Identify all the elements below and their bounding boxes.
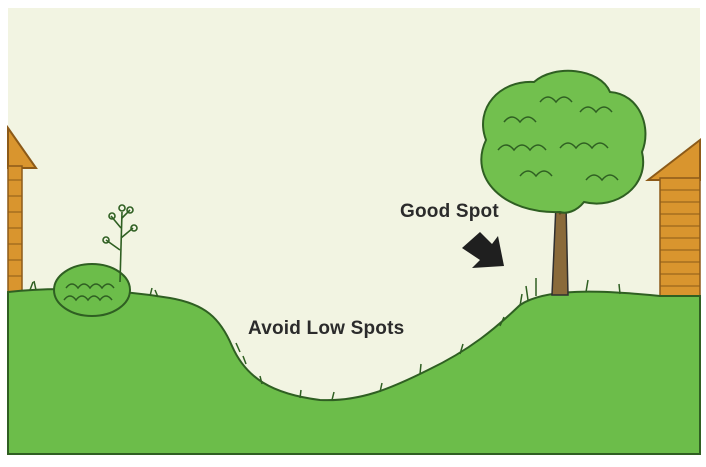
shrub — [54, 264, 130, 316]
good-spot-label: Good Spot — [400, 201, 499, 223]
avoid-low-spots-label: Avoid Low Spots — [248, 318, 404, 340]
